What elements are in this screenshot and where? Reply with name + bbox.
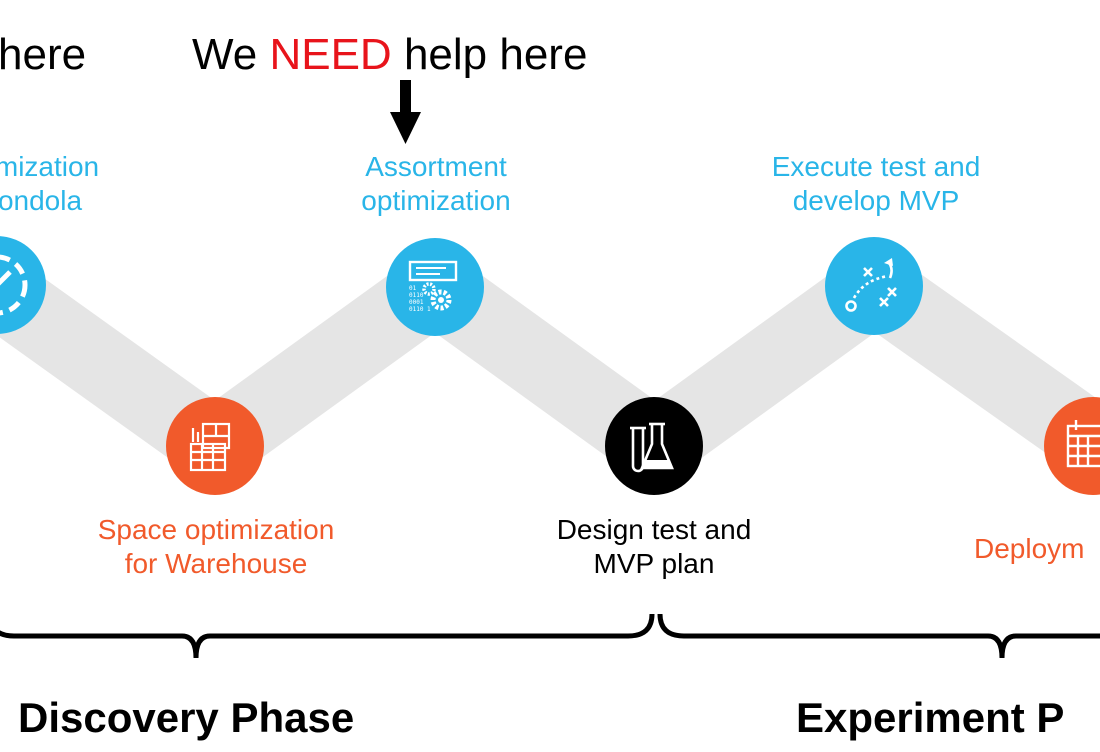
step-label-2: Space optimization for Warehouse: [98, 513, 335, 581]
step-label-4: Design test and MVP plan: [557, 513, 752, 581]
step-label-2-line1: Space optimization: [97, 514, 335, 545]
step-icon-strategy: [825, 237, 923, 335]
phase-label-experiment: Experiment P: [796, 694, 1065, 741]
step-label-3-line1: Assortment: [365, 151, 507, 182]
step-label-2-line2: for Warehouse: [124, 548, 308, 580]
step-label-6-line1: Deploym: [974, 533, 1085, 564]
target-icon: [0, 254, 28, 316]
step-label-1-line2: ondola: [0, 185, 83, 217]
svg-text:0110 1: 0110 1: [409, 306, 431, 313]
step-label-6: Deploym: [974, 532, 1084, 566]
svg-text:01: 01: [409, 285, 417, 292]
step-icon-blueprint: [166, 397, 264, 495]
step-label-4-line1: Design test and: [556, 514, 752, 545]
experiment-phase-brace: [657, 613, 1100, 659]
data-gears-icon: 01 0110 0001 0110 1: [408, 260, 458, 313]
discovery-phase-brace: [0, 613, 655, 659]
step-icon-data-gears: 01 0110 0001 0110 1: [386, 238, 484, 336]
strategy-play-icon: [845, 258, 897, 312]
svg-text:0110: 0110: [409, 292, 424, 299]
svg-text:0001: 0001: [409, 299, 424, 306]
help-fragment-heading: here: [0, 28, 86, 82]
step-icon-calendar: [1044, 397, 1100, 495]
step-icon-lab-flask: [605, 397, 703, 495]
need-prefix: We: [192, 30, 258, 79]
step-label-5-line1: Execute test and: [771, 151, 981, 182]
step-label-3-line2: optimization: [361, 185, 511, 217]
help-fragment-text: here: [0, 30, 87, 79]
down-arrow-icon: [390, 80, 421, 144]
calendar-icon: [1066, 420, 1100, 468]
step-label-3: Assortment optimization: [361, 150, 510, 218]
need-suffix: help here: [403, 30, 588, 79]
lab-flask-icon: [630, 422, 674, 473]
step-label-5-line2: develop MVP: [792, 185, 960, 217]
need-word: NEED: [269, 30, 392, 79]
need-help-heading: We NEED help here: [192, 28, 587, 82]
step-label-1-line1: timization: [0, 151, 100, 182]
step-icon-target: [0, 236, 46, 334]
step-label-4-line2: MVP plan: [593, 548, 715, 580]
phase-label-discovery: Discovery Phase: [18, 694, 355, 741]
zigzag-path: [0, 241, 1100, 492]
blueprint-icon: [189, 422, 231, 472]
step-label-1: timization ondola: [0, 150, 99, 218]
step-label-5: Execute test and develop MVP: [772, 150, 981, 218]
